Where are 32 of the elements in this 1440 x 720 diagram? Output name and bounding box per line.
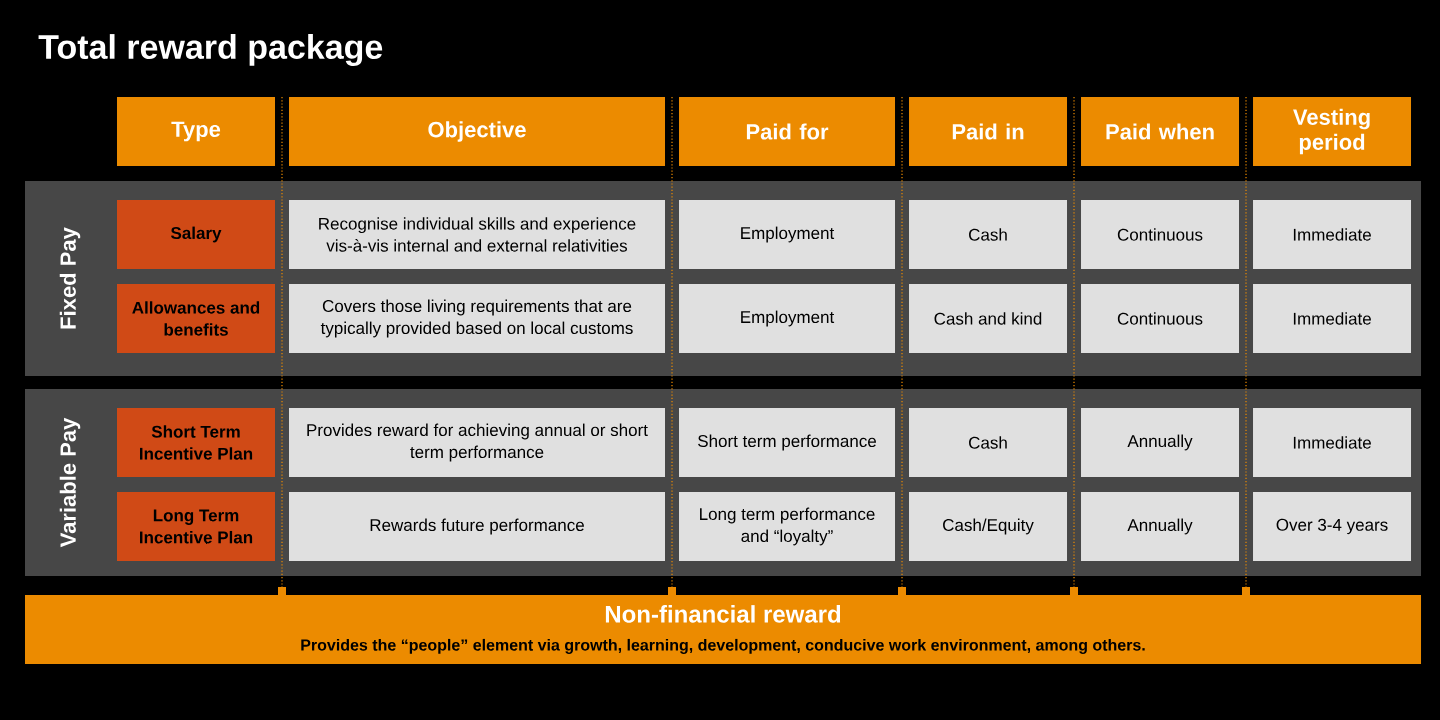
column-header: Objective xyxy=(289,97,665,166)
table-cell: Long term performance and “loyalty” xyxy=(679,492,895,561)
footer-band: Non-financial reward Provides the “people” element via growth, learning, development, conducive work environment, among others. xyxy=(25,595,1421,664)
row-label-box: Salary xyxy=(117,200,275,269)
table-cell: Annually xyxy=(1081,408,1239,477)
table-cell: Annually xyxy=(1081,492,1239,561)
row-label-box: Long Term Incentive Plan xyxy=(117,492,275,561)
row-label-box: Allowances and benefits xyxy=(117,284,275,353)
table-cell: Cash/Equity xyxy=(909,492,1067,561)
row-label-box: Short Term Incentive Plan xyxy=(117,408,275,477)
table-cell: Provides reward for achieving annual or short term performance xyxy=(289,408,665,477)
column-header: Paid for xyxy=(679,97,895,166)
table-cell: Short term performance xyxy=(679,408,895,477)
table-cell: Continuous xyxy=(1081,200,1239,269)
column-header: Paid in xyxy=(909,97,1067,166)
table-cell: Continuous xyxy=(1081,284,1239,353)
table-cell: Immediate xyxy=(1253,200,1411,269)
column-header: Type xyxy=(117,97,275,166)
table-cell: Covers those living requirements that are typically provided based on local customs xyxy=(289,284,665,353)
column-header: Paid when xyxy=(1081,97,1239,166)
table-cell: Cash xyxy=(909,200,1067,269)
table-cell: Recognise individual skills and experience vis-à-vis internal and external relativities xyxy=(289,200,665,269)
title: Total reward package xyxy=(38,34,383,66)
table-cell: Immediate xyxy=(1253,408,1411,477)
table-cell: Cash xyxy=(909,408,1067,477)
column-header: Vesting period xyxy=(1253,97,1411,166)
table-cell: Rewards future performance xyxy=(289,492,665,561)
table-cell: Immediate xyxy=(1253,284,1411,353)
table-cell: Over 3-4 years xyxy=(1253,492,1411,561)
table-cell: Cash and kind xyxy=(909,284,1067,353)
table-cell: Employment xyxy=(679,284,895,353)
table-cell: Employment xyxy=(679,200,895,269)
